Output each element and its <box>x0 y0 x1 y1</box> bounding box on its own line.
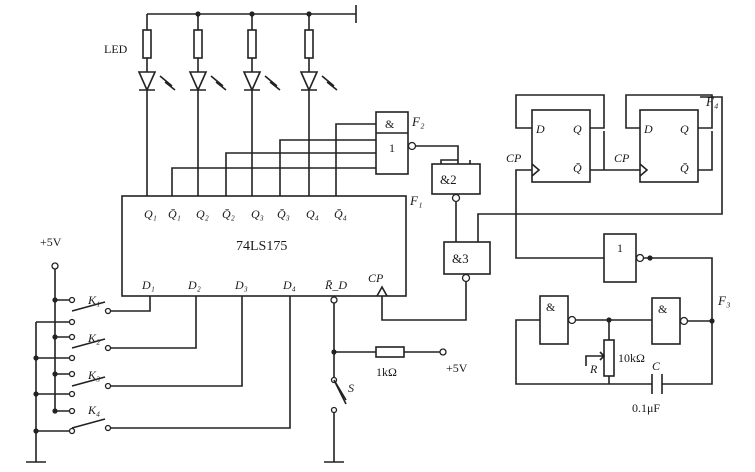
pin-q1: Q₁ <box>144 207 157 221</box>
pot-wiper <box>598 351 606 361</box>
gate-osc-and1 <box>539 295 569 345</box>
gate-inverter <box>603 233 637 283</box>
cp-clock-wire <box>381 282 467 321</box>
pin-q4bar: Q̄₄ <box>334 207 347 221</box>
reset-resistor-label: 1kΩ <box>376 365 397 379</box>
ff1-q: Q <box>573 122 582 136</box>
pin-d3: D₃ <box>234 278 248 292</box>
pin-reset: R̄_D <box>324 278 347 292</box>
switch-k4-label: K₄ <box>87 403 100 417</box>
capacitor-c <box>651 374 663 394</box>
reset-wire <box>324 303 440 463</box>
cap-value: 0.1μF <box>632 401 660 415</box>
led-2 <box>188 14 227 196</box>
led-1 <box>137 14 176 196</box>
oscillator-wires <box>515 319 713 385</box>
pin-d1: D₁ <box>141 278 155 292</box>
chip-74ls175 <box>121 195 407 297</box>
led-4 <box>299 14 338 196</box>
gate-and2-label: &2 <box>440 172 457 187</box>
gate-and3-label: &3 <box>452 251 469 266</box>
switch-k1[interactable]: K₁ <box>52 293 151 315</box>
switch-k2[interactable]: K₂ <box>52 296 197 352</box>
pin-q2bar: Q̄₂ <box>222 207 235 221</box>
reset-switch-label: S <box>348 381 354 395</box>
ff1-cp: CP <box>506 151 522 165</box>
flipflop-1 <box>531 109 591 183</box>
ff1-d: D <box>535 122 545 136</box>
flipflop-wires <box>515 94 713 259</box>
gate-and2 <box>431 163 481 195</box>
switch-k1-label: K₁ <box>87 293 100 307</box>
gate-f2-or-label: 1 <box>389 141 395 155</box>
gate-f2-label: F₂ <box>411 114 425 129</box>
ff1-qbar: Q̄ <box>573 161 582 175</box>
switch-ground-taps <box>36 321 72 432</box>
ff2-d: D <box>643 122 653 136</box>
pin-q4: Q₄ <box>306 207 319 221</box>
gate-f2-and-label: & <box>385 117 395 131</box>
pot-value: 10kΩ <box>618 351 645 365</box>
pin-cp: CP <box>368 271 384 285</box>
ff2-q: Q <box>680 122 689 136</box>
switch-k2-label: K₂ <box>87 331 100 345</box>
pin-d2: D₂ <box>187 278 201 292</box>
cp-clock-triangle <box>376 285 388 297</box>
pot-label: R <box>589 362 598 376</box>
gate-inverter-label: 1 <box>617 241 623 255</box>
f3-label: F₃ <box>717 293 730 308</box>
switch-k3[interactable]: K₃ <box>52 296 243 390</box>
pin-q3: Q₃ <box>251 207 264 221</box>
gate-osc-and2-label: & <box>658 302 668 316</box>
pin-q3bar: Q̄₃ <box>277 207 290 221</box>
chip-name: 74LS175 <box>236 239 287 254</box>
ff2-cp: CP <box>614 151 630 165</box>
reset-resistor <box>375 346 405 358</box>
switch-k4[interactable]: K₄ <box>52 296 291 432</box>
flipflop-2 <box>639 109 699 183</box>
switch-k3-label: K₃ <box>87 368 100 382</box>
ff2-qbar: Q̄ <box>680 161 689 175</box>
gate-osc-and1-label: & <box>546 300 556 314</box>
pin-q1bar: Q̄₁ <box>168 207 181 221</box>
pin-d4: D₄ <box>282 278 296 292</box>
potentiometer-r <box>603 339 615 377</box>
pin-q2: Q₂ <box>196 207 209 221</box>
chip-ref-label: F₁ <box>409 193 422 208</box>
qbar-wires <box>171 123 376 196</box>
gate-osc-and2 <box>651 297 681 345</box>
supply-left-label: +5V <box>40 235 62 249</box>
supply-right-label: +5V <box>446 361 468 375</box>
cap-label: C <box>652 359 661 373</box>
led-3 <box>242 14 281 196</box>
led-label: LED <box>104 42 128 56</box>
gate-f2 <box>375 111 409 175</box>
